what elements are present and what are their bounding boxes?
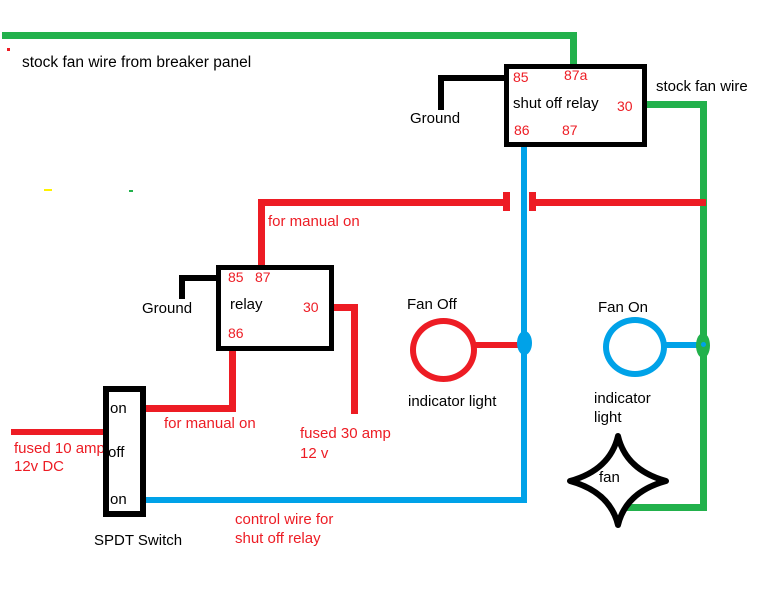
- manual-on-label-bottom: for manual on: [164, 415, 256, 432]
- fan-off-caption: indicator light: [408, 393, 497, 410]
- red-wire-break-cap-left: [503, 192, 510, 211]
- shut-off-relay-terminal-86: 86: [514, 122, 530, 138]
- fan-on-caption-line2: light: [594, 409, 622, 426]
- ground-wire-bottom-horizontal: [179, 275, 218, 281]
- relay-box: [216, 265, 334, 351]
- shut-off-relay-terminal-87a: 87a: [564, 67, 588, 83]
- ground-label-bottom: Ground: [142, 300, 193, 317]
- red-wire-relay-86-vertical: [229, 350, 236, 412]
- stray-green-dash: [129, 190, 133, 192]
- stray-yellow-dash: [44, 189, 52, 191]
- shut-off-relay-terminal-30: 30: [617, 98, 633, 114]
- switch-position-on-top: on: [110, 400, 127, 417]
- red-wire-break-cap-right: [529, 192, 536, 211]
- control-wire-label-line1: control wire for: [235, 511, 334, 528]
- fan-star-icon: [567, 433, 669, 528]
- relay-terminal-30: 30: [303, 299, 319, 315]
- blue-control-wire-horizontal: [143, 497, 527, 503]
- shut-off-relay-terminal-85: 85: [513, 69, 529, 85]
- blue-fan-on-connector-wire: [665, 342, 703, 348]
- relay-terminal-87: 87: [255, 269, 271, 285]
- relay-terminal-86: 86: [228, 325, 244, 341]
- red-wire-fused-10-input: [11, 429, 104, 435]
- stray-red-dot: [7, 48, 10, 51]
- green-breaker-wire-drop-to-87a: [570, 32, 577, 68]
- fused-10-label-line1: fused 10 amp: [14, 440, 105, 457]
- spdt-switch-label: SPDT Switch: [94, 532, 183, 549]
- fused-30-label-line2: 12 v: [300, 445, 329, 462]
- red-manual-on-wire-left-segment: [259, 199, 505, 206]
- fan-on-indicator-light-icon: [603, 317, 667, 377]
- ground-wire-top-vertical: [438, 75, 444, 110]
- red-fan-off-connector-wire: [475, 342, 521, 348]
- ground-label-top: Ground: [410, 110, 461, 127]
- fan-off-label: Fan Off: [407, 296, 457, 313]
- green-wire-from-terminal-30: [645, 101, 707, 108]
- ground-wire-bottom-vertical: [179, 275, 185, 299]
- blue-control-wire-vertical: [521, 145, 527, 503]
- shut-off-relay-title: shut off relay: [513, 95, 599, 112]
- fan-off-indicator-light-icon: [410, 318, 477, 382]
- stock-fan-wire-label: stock fan wire: [656, 78, 748, 95]
- fan-on-caption-line1: indicator: [594, 390, 651, 407]
- green-stock-fan-wire-vertical: [700, 101, 707, 511]
- manual-on-label-top: for manual on: [268, 213, 360, 230]
- green-node-blue-dot: [701, 342, 706, 347]
- switch-position-on-bottom: on: [110, 491, 127, 508]
- shut-off-relay-terminal-87: 87: [562, 122, 578, 138]
- fan-on-label: Fan On: [598, 299, 649, 316]
- red-wire-relay-30-horizontal: [331, 304, 358, 311]
- green-wire-to-fan: [620, 504, 707, 511]
- relay-terminal-85: 85: [228, 269, 244, 285]
- fused-30-label-line1: fused 30 amp: [300, 425, 391, 442]
- switch-position-off: off: [108, 444, 125, 461]
- shut-off-relay-box: [504, 64, 647, 147]
- fan-label: fan: [599, 469, 620, 486]
- relay-title: relay: [230, 296, 263, 313]
- red-wire-to-relay-87: [258, 199, 265, 265]
- ground-wire-top-horizontal: [438, 75, 506, 81]
- red-wire-switch-to-relay-86: [143, 405, 236, 412]
- spdt-switch-box: [103, 386, 146, 517]
- control-wire-label-line2: shut off relay: [235, 530, 321, 547]
- red-manual-on-wire-right-segment: [536, 199, 706, 206]
- fused-10-label-line2: 12v DC: [14, 458, 65, 475]
- green-breaker-wire-horizontal: [2, 32, 577, 39]
- red-wire-fused-30-vertical: [351, 304, 358, 414]
- breaker-wire-label: stock fan wire from breaker panel: [22, 54, 252, 71]
- blue-wire-junction-node: [517, 331, 532, 355]
